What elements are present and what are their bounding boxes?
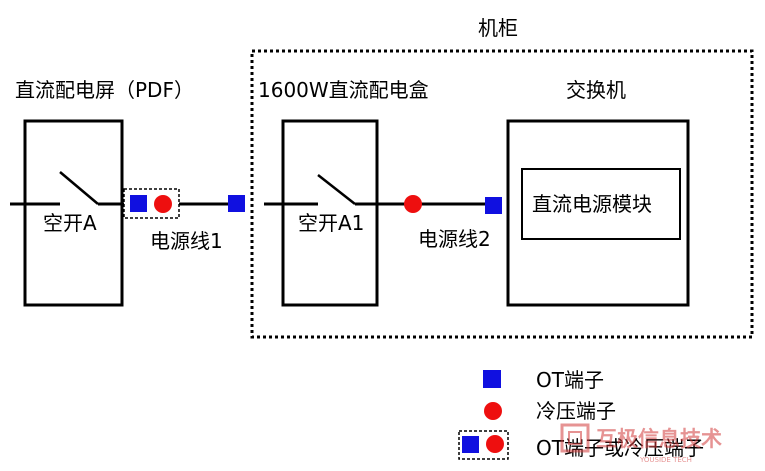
switch-a1 <box>283 174 377 206</box>
switch-device-box <box>506 119 690 307</box>
cable-1-label: 电源线1 <box>150 229 223 253</box>
watermark-logo-icon <box>560 423 590 453</box>
ot-terminal <box>228 195 245 212</box>
switch-a1-label: 空开A1 <box>298 211 364 235</box>
dc-power-module-box <box>521 168 681 240</box>
cold-press-terminal <box>404 195 422 213</box>
both-terminal-group-frame <box>123 188 180 219</box>
watermark: 互极信息技术 YOUSIDE TECH <box>560 423 722 464</box>
legend-ot-symbol <box>483 370 501 388</box>
cable-2-label: 电源线2 <box>418 227 491 251</box>
legend-both-ot-symbol <box>462 436 479 453</box>
switch-a-label: 空开A <box>43 211 97 235</box>
pdf-box <box>23 119 124 307</box>
dc-box <box>281 119 379 307</box>
switch-device-title: 交换机 <box>566 78 626 102</box>
cold-press-terminal <box>154 195 172 213</box>
legend-both-label: OT端子或冷压端子 <box>536 436 704 460</box>
legend-cold-label: 冷压端子 <box>536 399 616 423</box>
cabinet-title: 机柜 <box>478 16 518 40</box>
ot-terminal <box>130 195 147 212</box>
legend-cold-symbol <box>484 402 502 420</box>
watermark-text: 互极信息技术 <box>596 427 722 451</box>
dc-box-title: 1600W直流配电盒 <box>258 78 429 102</box>
ot-terminal <box>485 197 502 214</box>
cabinet-boundary <box>250 49 754 339</box>
switch-a <box>10 171 124 206</box>
legend-both-cold-symbol <box>486 435 504 453</box>
pdf-title: 直流配电屏（PDF） <box>15 78 194 102</box>
legend-both-frame <box>458 430 509 460</box>
watermark-subtext: YOUSIDE TECH <box>639 456 692 464</box>
dc-power-module-label: 直流电源模块 <box>532 192 652 216</box>
legend-ot-label: OT端子 <box>536 368 604 392</box>
